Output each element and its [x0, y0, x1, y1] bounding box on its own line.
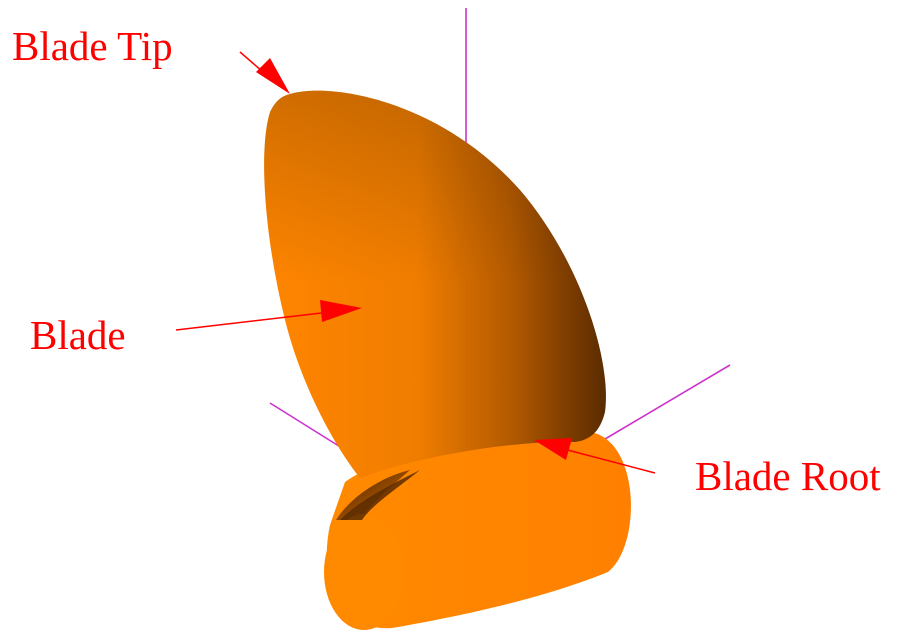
- blade-shape: [264, 91, 606, 478]
- blade-root-label: Blade Root: [695, 456, 881, 497]
- blade-label: Blade: [30, 315, 126, 356]
- blade-tip-arrow: [240, 52, 290, 94]
- right-axis-line: [600, 365, 730, 442]
- blade-tip-label: Blade Tip: [12, 26, 173, 67]
